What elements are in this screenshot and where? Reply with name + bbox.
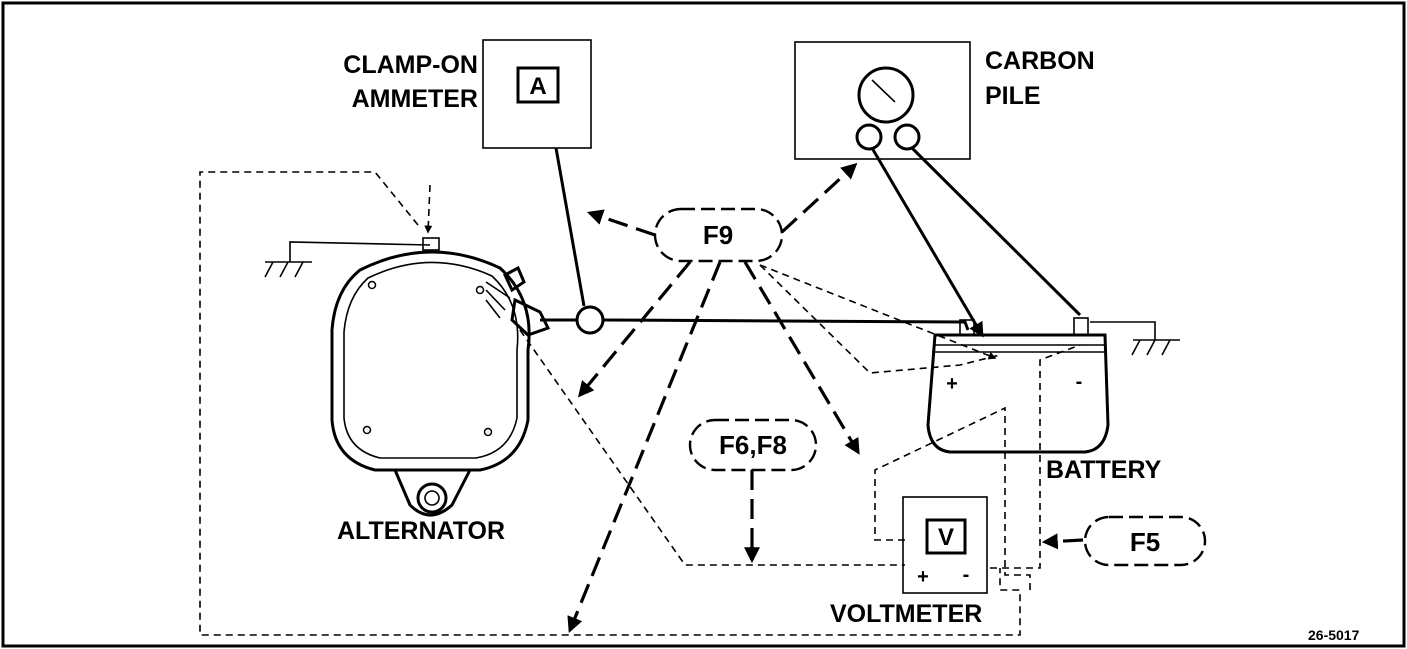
voltmeter: V + - [902, 496, 988, 594]
test-step-pointers [424, 162, 1084, 633]
battery-minus-terminal: - [1076, 371, 1083, 393]
ammeter-label-line1: CLAMP-ON [343, 51, 478, 79]
battery-ground-icon [1090, 321, 1180, 356]
figure-reference: 26-5017 [1308, 627, 1360, 643]
oval-f5: F5 [1083, 515, 1207, 567]
ammeter-clamp-icon [575, 305, 605, 335]
battery-icon: + - [926, 317, 1110, 454]
battery-plus-terminal: + [946, 373, 958, 395]
clamp-on-ammeter: A [482, 39, 605, 335]
ammeter-label-line2: AMMETER [352, 85, 478, 113]
carbon-pile-label-line1: CARBON [985, 47, 1095, 75]
oval-f9: F9 [653, 207, 784, 263]
battery-label: BATTERY [1046, 456, 1162, 484]
ammeter-symbol: A [529, 73, 546, 100]
carbon-pile-label-line2: PILE [985, 82, 1041, 110]
alternator-icon [330, 237, 551, 517]
oval-f6-f8-label: F6,F8 [719, 430, 787, 460]
oval-f5-label: F5 [1130, 527, 1160, 557]
voltmeter-symbol: V [938, 524, 954, 551]
carbon-pile [794, 41, 1082, 338]
voltmeter-minus: - [963, 564, 970, 586]
voltmeter-label: VOLTMETER [830, 600, 982, 628]
alternator-ground-icon [264, 241, 431, 278]
oval-f6-f8: F6,F8 [688, 418, 818, 472]
voltmeter-plus: + [917, 566, 929, 588]
oval-f9-label: F9 [703, 220, 733, 250]
alternator-label: ALTERNATOR [337, 517, 505, 545]
